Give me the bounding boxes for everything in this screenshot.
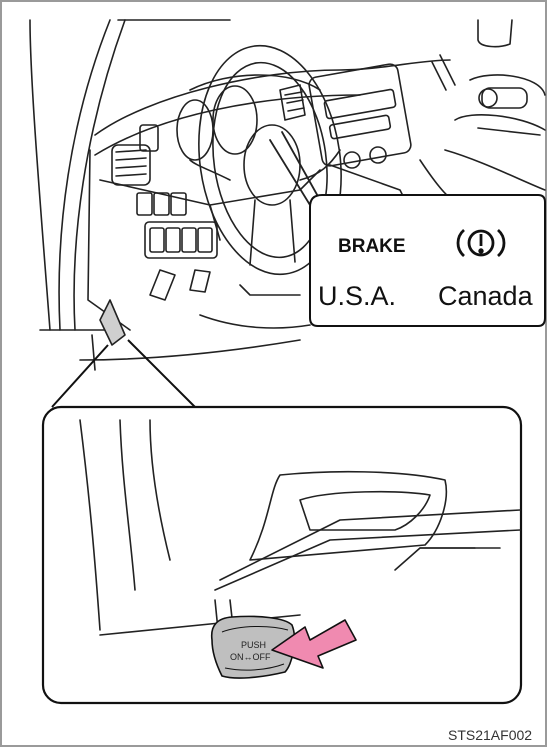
pedal-on-off-label: ON↔OFF (230, 652, 271, 662)
brake-callout: BRAKE U.S.A. Canada (310, 195, 545, 326)
zoom-detail-box: PUSH ON↔OFF (43, 407, 521, 703)
region-canada-label: Canada (438, 281, 534, 311)
figure-code: STS21AF002 (448, 727, 532, 743)
region-usa-label: U.S.A. (318, 281, 396, 311)
zoom-connector (52, 340, 195, 407)
switch-panel (137, 193, 217, 258)
brake-label: BRAKE (338, 236, 406, 257)
pedal-push-label: PUSH (241, 640, 266, 650)
floor-pedals (80, 270, 310, 370)
passenger-side (420, 20, 545, 200)
